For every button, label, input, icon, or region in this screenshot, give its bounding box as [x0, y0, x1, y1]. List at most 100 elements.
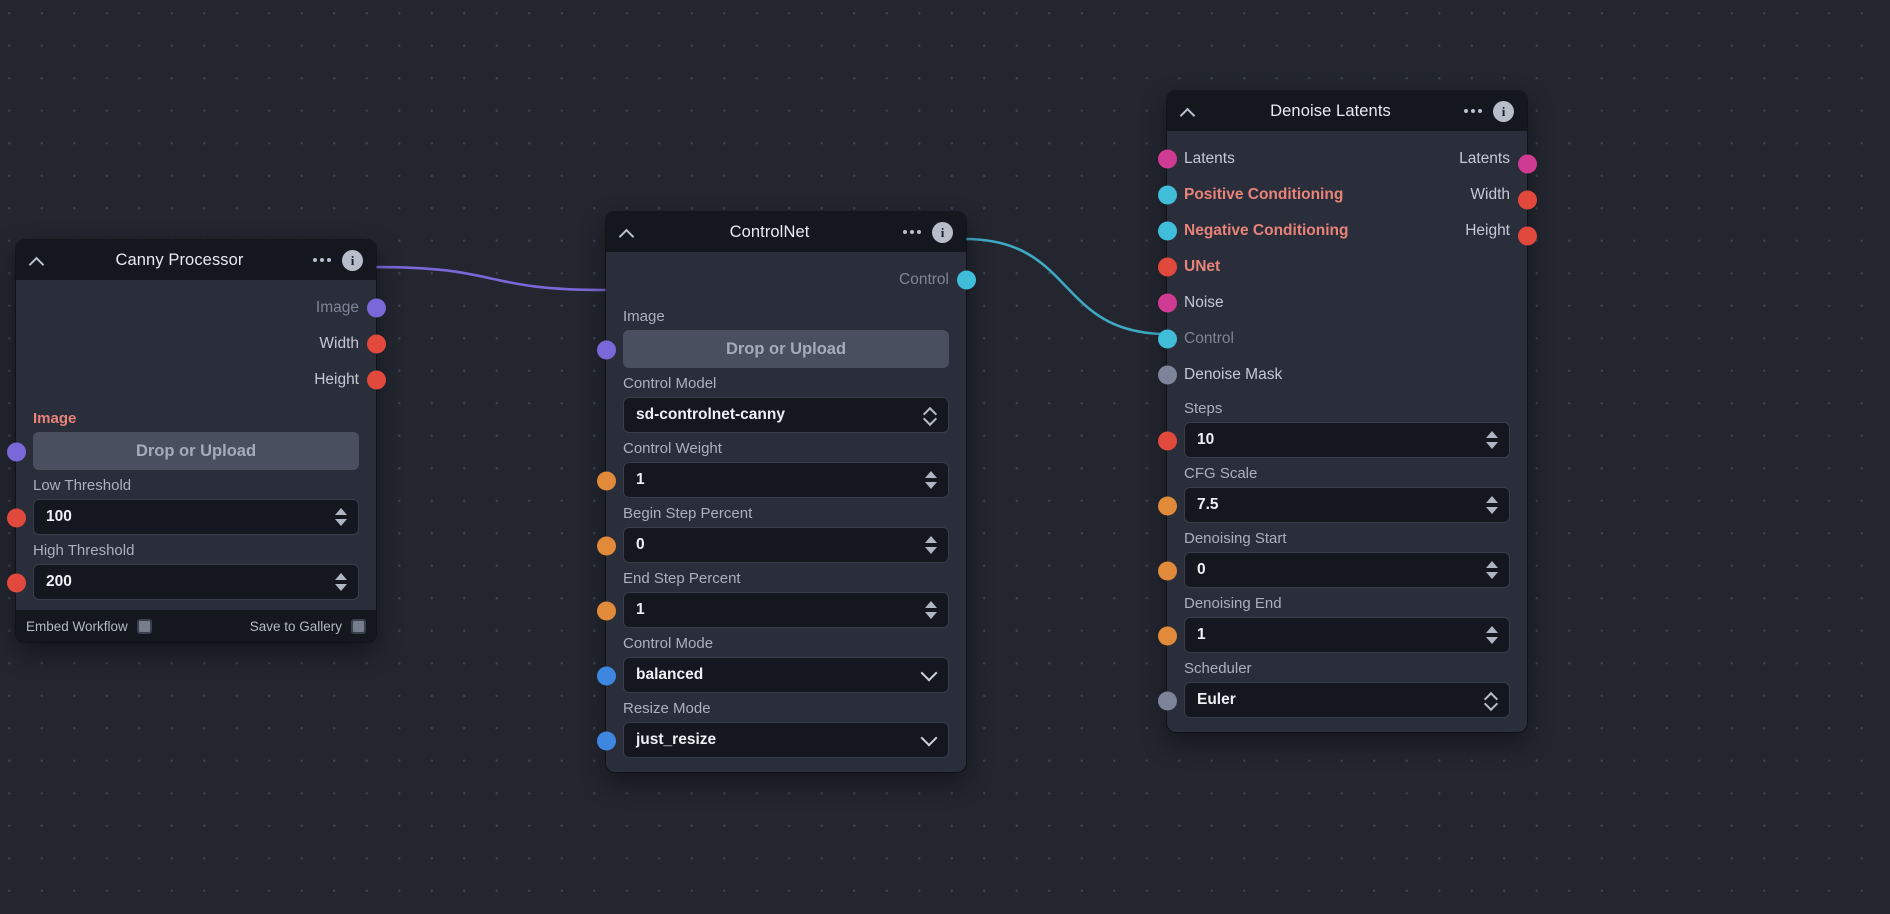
dots-menu-icon[interactable]: [903, 227, 921, 237]
input-denoising-start[interactable]: 0: [1184, 552, 1510, 588]
node-header-denoise[interactable]: Denoise Latents i: [1167, 91, 1527, 131]
socket-row-negative-conditioning: Negative Conditioning Height: [1157, 213, 1537, 249]
image-drop-upload[interactable]: Drop or Upload: [33, 432, 359, 470]
field-image: Image Drop or Upload: [596, 308, 966, 368]
stepper-up-icon[interactable]: [1486, 496, 1498, 503]
select-control-mode[interactable]: balanced: [623, 657, 949, 693]
input-end-step-percent[interactable]: 1: [623, 592, 949, 628]
input-socket-control-weight[interactable]: [596, 471, 616, 491]
input-socket-image[interactable]: [596, 340, 616, 360]
chevron-down-icon[interactable]: [923, 666, 936, 679]
info-icon[interactable]: i: [342, 249, 363, 271]
dots-menu-icon[interactable]: [313, 255, 331, 265]
input-socket-denoise-mask[interactable]: [1157, 365, 1177, 385]
input-socket-scheduler[interactable]: [1157, 691, 1177, 711]
input-cfg-scale[interactable]: 7.5: [1184, 487, 1510, 523]
stepper-down-icon[interactable]: [1486, 442, 1498, 449]
stepper-up-icon[interactable]: [1486, 561, 1498, 568]
checkbox-save-to-gallery[interactable]: Save to Gallery: [250, 618, 366, 634]
output-socket-control[interactable]: [956, 270, 976, 290]
input-socket-denoising-start[interactable]: [1157, 561, 1177, 581]
input-socket-low-threshold[interactable]: [6, 508, 26, 528]
stepper-up-icon[interactable]: [925, 536, 937, 543]
input-socket-begin-step-percent[interactable]: [596, 536, 616, 556]
input-socket-end-step-percent[interactable]: [596, 601, 616, 621]
stepper-down-icon[interactable]: [1486, 507, 1498, 514]
input-socket-image[interactable]: [6, 442, 26, 462]
chevron-updown-icon[interactable]: [924, 405, 936, 425]
output-socket-width[interactable]: [366, 334, 386, 354]
chevron-up-icon[interactable]: [29, 252, 46, 269]
stepper-denoising-end[interactable]: [1486, 626, 1498, 644]
input-socket-negative-conditioning[interactable]: [1157, 221, 1177, 241]
chevron-updown-icon[interactable]: [1485, 690, 1497, 710]
stepper-control-weight[interactable]: [925, 471, 937, 489]
select-scheduler[interactable]: Euler: [1184, 682, 1510, 718]
input-socket-positive-conditioning[interactable]: [1157, 185, 1177, 205]
input-steps[interactable]: 10: [1184, 422, 1510, 458]
stepper-up-icon[interactable]: [335, 508, 347, 515]
input-denoising-end[interactable]: 1: [1184, 617, 1510, 653]
checkbox-embed-workflow[interactable]: Embed Workflow: [26, 618, 152, 634]
output-socket-height[interactable]: [366, 370, 386, 390]
input-socket-control-mode[interactable]: [596, 666, 616, 686]
output-socket-width[interactable]: [1517, 190, 1537, 210]
input-high-threshold[interactable]: 200: [33, 564, 359, 600]
stepper-steps[interactable]: [1486, 431, 1498, 449]
stepper-up-icon[interactable]: [925, 601, 937, 608]
node-controlnet[interactable]: ControlNet i Control Image Drop or Uploa…: [596, 212, 976, 772]
output-row-image: Image: [16, 290, 386, 326]
stepper-cfg-scale[interactable]: [1486, 496, 1498, 514]
stepper-down-icon[interactable]: [925, 612, 937, 619]
input-socket-high-threshold[interactable]: [6, 573, 26, 593]
input-socket-resize-mode[interactable]: [596, 731, 616, 751]
info-icon[interactable]: i: [1493, 100, 1514, 122]
chevron-up-icon[interactable]: [619, 224, 636, 241]
output-socket-height[interactable]: [1517, 226, 1537, 246]
stepper-up-icon[interactable]: [1486, 431, 1498, 438]
output-socket-image[interactable]: [366, 298, 386, 318]
node-canny-processor[interactable]: Canny Processor i Image Width Height Ima: [6, 240, 386, 642]
checkbox-box-save-to-gallery[interactable]: [351, 618, 366, 634]
input-socket-steps[interactable]: [1157, 431, 1177, 451]
select-resize-mode[interactable]: just_resize: [623, 722, 949, 758]
input-low-threshold[interactable]: 100: [33, 499, 359, 535]
input-socket-latents[interactable]: [1157, 149, 1177, 169]
input-socket-denoising-end[interactable]: [1157, 626, 1177, 646]
info-icon[interactable]: i: [932, 221, 953, 243]
edge-controlnet-control-to-denoise-control[interactable]: [964, 237, 1168, 336]
chevron-down-icon[interactable]: [923, 731, 936, 744]
input-begin-step-percent[interactable]: 0: [623, 527, 949, 563]
field-control-weight: Control Weight 1: [596, 440, 966, 498]
input-socket-noise[interactable]: [1157, 293, 1177, 313]
edge-canny-image-to-controlnet-image[interactable]: [375, 265, 607, 292]
stepper-down-icon[interactable]: [1486, 637, 1498, 644]
stepper-down-icon[interactable]: [335, 584, 347, 591]
stepper-up-icon[interactable]: [1486, 626, 1498, 633]
node-denoise-latents[interactable]: Denoise Latents i Latents Latents Positi…: [1157, 91, 1537, 732]
stepper-down-icon[interactable]: [925, 547, 937, 554]
checkbox-box-embed-workflow[interactable]: [136, 618, 152, 634]
node-header-canny[interactable]: Canny Processor i: [16, 240, 376, 280]
node-header-controlnet[interactable]: ControlNet i: [606, 212, 966, 252]
stepper-down-icon[interactable]: [925, 482, 937, 489]
stepper-up-icon[interactable]: [925, 471, 937, 478]
chevron-up-icon[interactable]: [1180, 103, 1197, 120]
dots-menu-icon[interactable]: [1464, 106, 1482, 116]
stepper-end-step-percent[interactable]: [925, 601, 937, 619]
stepper-begin-step-percent[interactable]: [925, 536, 937, 554]
output-socket-latents[interactable]: [1517, 154, 1537, 174]
input-socket-cfg-scale[interactable]: [1157, 496, 1177, 516]
stepper-denoising-start[interactable]: [1486, 561, 1498, 579]
input-socket-control[interactable]: [1157, 329, 1177, 349]
image-drop-upload[interactable]: Drop or Upload: [623, 330, 949, 368]
stepper-up-icon[interactable]: [335, 573, 347, 580]
stepper-low-threshold[interactable]: [335, 508, 347, 526]
input-socket-unet[interactable]: [1157, 257, 1177, 277]
input-control-weight[interactable]: 1: [623, 462, 949, 498]
select-control-model[interactable]: sd-controlnet-canny: [623, 397, 949, 433]
stepper-high-threshold[interactable]: [335, 573, 347, 591]
stepper-down-icon[interactable]: [1486, 572, 1498, 579]
stepper-down-icon[interactable]: [335, 519, 347, 526]
